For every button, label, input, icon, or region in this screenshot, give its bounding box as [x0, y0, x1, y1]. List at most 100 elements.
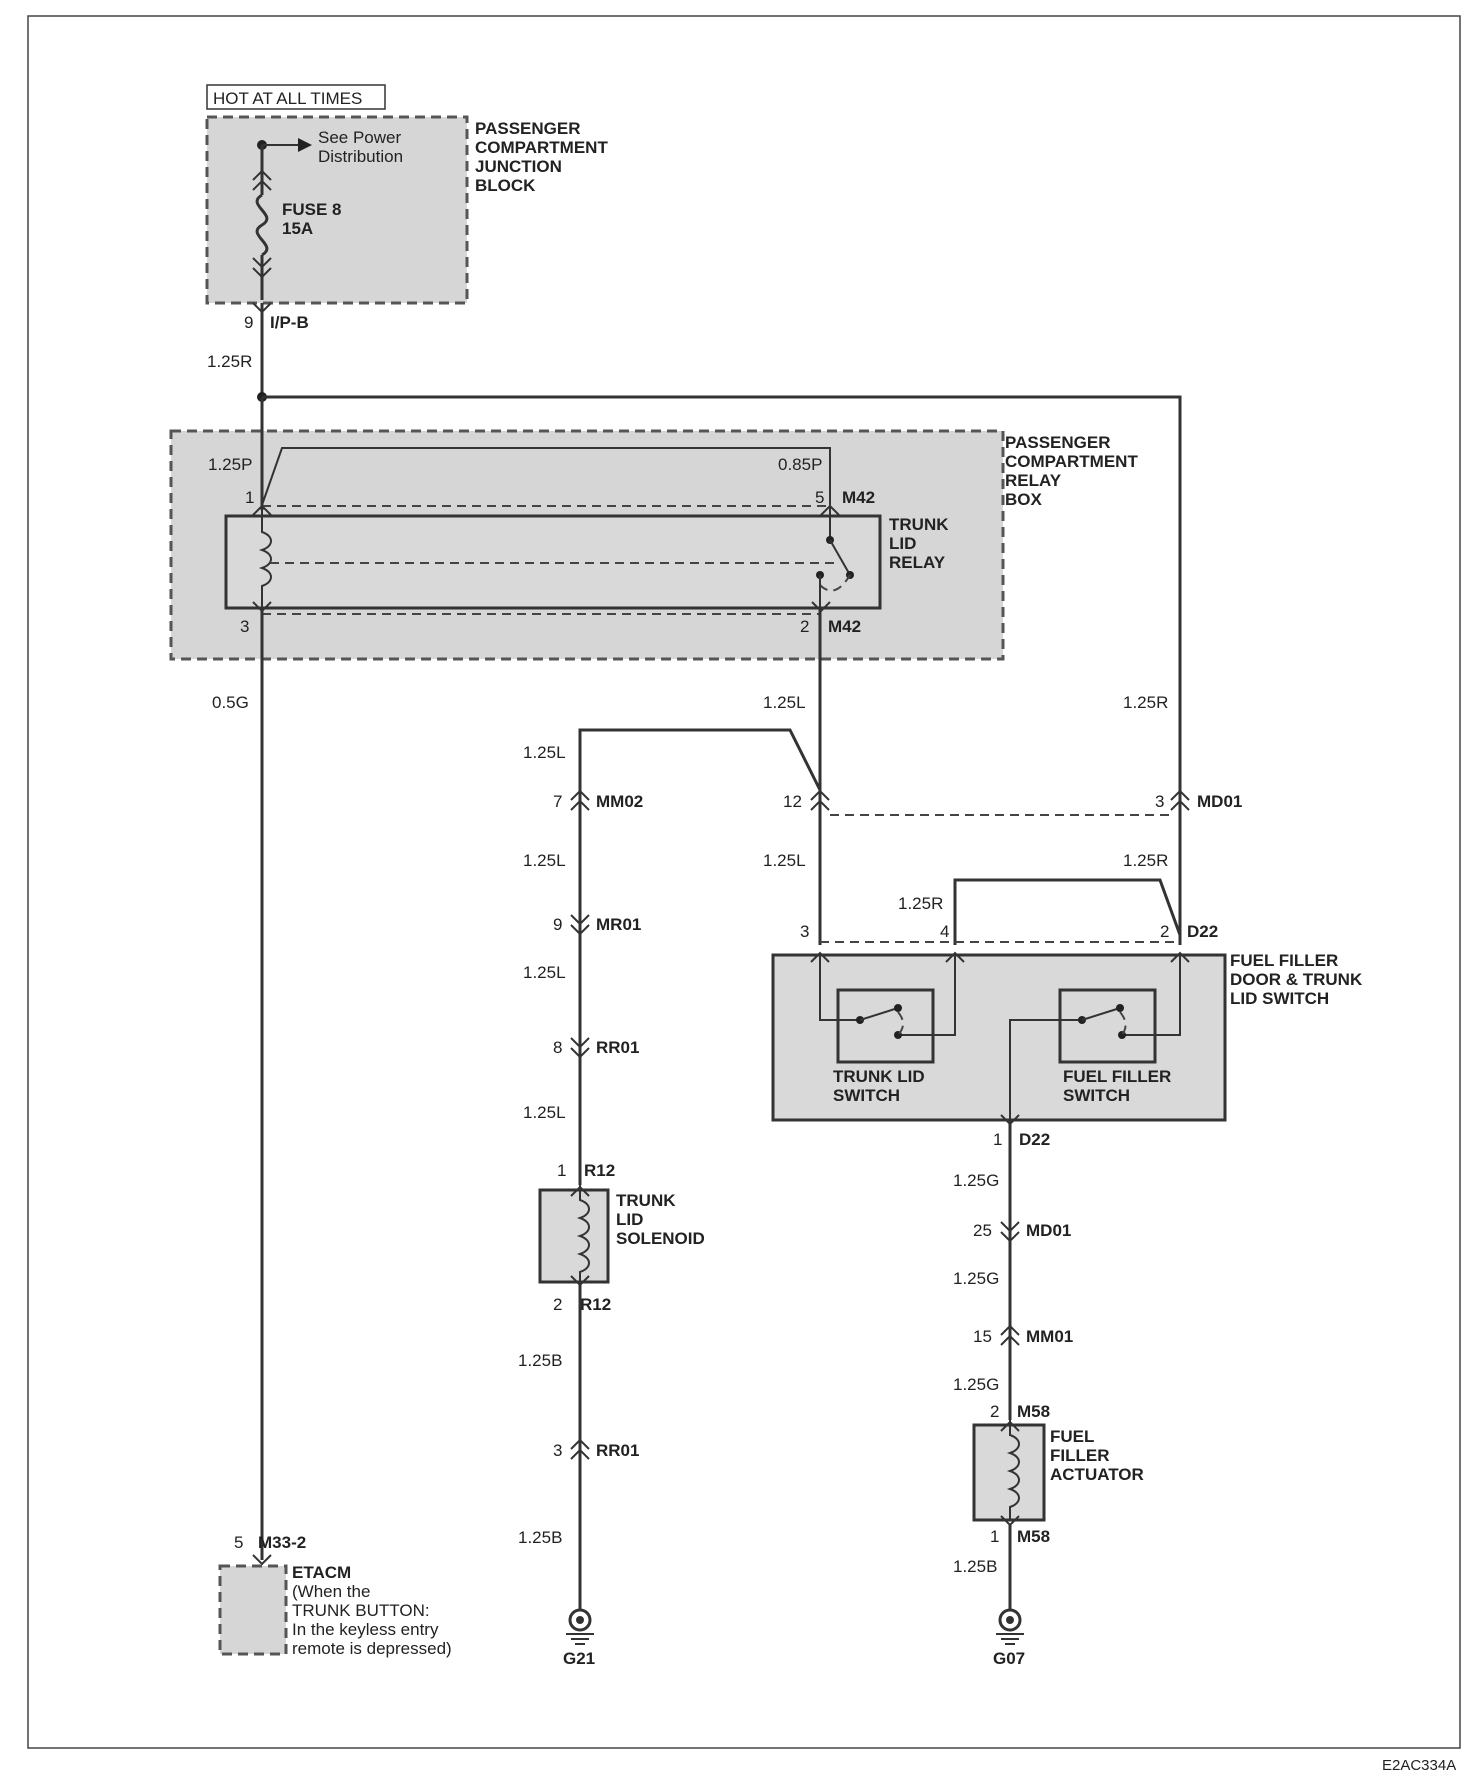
solenoid-label: TRUNK LID SOLENOID: [616, 1191, 705, 1248]
rr01b-connector-icon: [570, 1438, 590, 1460]
relay-contact-arm: [829, 539, 851, 576]
svg-text:SWITCH: SWITCH: [833, 1086, 900, 1105]
relay-pin5: 5: [815, 488, 824, 507]
svg-text:COMPARTMENT: COMPARTMENT: [1005, 452, 1138, 471]
switch-pin1: 1: [993, 1130, 1002, 1149]
md01-connector: MD01: [1197, 792, 1242, 811]
wire-etacm-label: 0.5G: [212, 693, 249, 712]
relay-pin3: 3: [240, 617, 249, 636]
relay-coil-icon: [258, 510, 272, 612]
wire-sol-c-label: 1.25L: [523, 1103, 566, 1122]
relay-box-title: PASSENGER COMPARTMENT RELAY BOX: [1005, 433, 1138, 509]
fuel-filler-door-trunk-lid-switch: [771, 953, 1227, 1122]
svg-text:Distribution: Distribution: [318, 147, 403, 166]
svg-text:BLOCK: BLOCK: [475, 176, 536, 195]
ground-icon-g07: [996, 1608, 1024, 1645]
solenoid-feed-wire: [578, 728, 822, 1185]
svg-text:COMPARTMENT: COMPARTMENT: [475, 138, 608, 157]
wire-sol-b-label: 1.25L: [523, 963, 566, 982]
svg-text:See Power: See Power: [318, 128, 401, 147]
md01b-pin: 25: [973, 1221, 992, 1240]
mr01-pin: 9: [553, 915, 562, 934]
hot-label-box: [206, 84, 386, 110]
junction-block: [205, 115, 469, 305]
trunk-switch-contact-top: [894, 1004, 902, 1012]
etacm-connector: M33-2: [258, 1533, 306, 1552]
trunk-switch-label: TRUNK LID SWITCH: [833, 1067, 925, 1105]
svg-text:In the keyless entry: In the keyless entry: [292, 1620, 439, 1639]
relay-pin2: 2: [800, 617, 809, 636]
fuel-switch-contact-top: [1116, 1004, 1124, 1012]
diagram-code: E2AC334A: [1382, 1757, 1456, 1774]
wire-sw3-label: 1.25L: [763, 851, 806, 870]
md01b-connector-icon: [1000, 1221, 1020, 1243]
actuator-bottom-connector: M58: [1017, 1527, 1050, 1546]
wire-gnd-sol-b-label: 1.25B: [518, 1528, 562, 1547]
md01b-connector: MD01: [1026, 1221, 1071, 1240]
svg-text:DOOR & TRUNK: DOOR & TRUNK: [1230, 970, 1363, 989]
etacm-pin: 5: [234, 1533, 243, 1552]
solenoid-coil-icon: [576, 1185, 590, 1282]
fuel-filler-actuator: [972, 1423, 1046, 1522]
wire-gnd-act-label: 1.25B: [953, 1557, 997, 1576]
mm01-connector: MM01: [1026, 1327, 1073, 1346]
wire-relay-85-label: 0.85P: [778, 455, 822, 474]
trunk-lid-solenoid: [538, 1188, 610, 1284]
svg-text:PASSENGER: PASSENGER: [475, 119, 581, 138]
trunk-switch-arm: [859, 1007, 899, 1021]
rr01-connector-icon: [570, 1037, 590, 1059]
svg-text:BOX: BOX: [1005, 490, 1043, 509]
ground-g21-label: G21: [563, 1649, 595, 1668]
page-border: [27, 15, 1461, 1749]
actuator-coil-icon: [1006, 1420, 1020, 1521]
wire-right-label: 1.25R: [1123, 693, 1168, 712]
md01-pin: 3: [1155, 792, 1164, 811]
rr01b-connector: RR01: [596, 1441, 639, 1460]
right-feed-wire: [262, 395, 1182, 800]
etacm-connector-icon: [252, 1554, 272, 1566]
mr01-connector: MR01: [596, 915, 641, 934]
fuel-switch-wire-left: [1009, 1019, 1082, 1120]
wire-sw2-label: 1.25R: [1123, 851, 1168, 870]
switch-pin3: 3: [800, 922, 809, 941]
ground-g07-label: G07: [993, 1649, 1025, 1668]
mm02-connector: MM02: [596, 792, 643, 811]
wire-act-a-label: 1.25G: [953, 1171, 999, 1190]
trunk-switch-arc: [897, 1011, 904, 1036]
wire-main-label: 1.25R: [207, 352, 252, 371]
trunk-switch-wire-right: [898, 955, 956, 1036]
mm01-connector-icon: [1000, 1324, 1020, 1346]
rr01-pin: 8: [553, 1038, 562, 1057]
fuse-icon: [255, 193, 269, 257]
svg-text:(When the: (When the: [292, 1582, 370, 1601]
svg-text:PASSENGER: PASSENGER: [1005, 433, 1111, 452]
svg-text:FUEL FILLER: FUEL FILLER: [1230, 951, 1338, 970]
solenoid-top-connector: R12: [584, 1161, 615, 1180]
wire-relay-in-label: 1.25P: [208, 455, 252, 474]
relay-contact-arc: [819, 574, 851, 592]
switch-box-title: FUEL FILLER DOOR & TRUNK LID SWITCH: [1230, 951, 1363, 1008]
fuse-connector-icon: [252, 169, 272, 279]
switch-jumper-wire: [953, 878, 1182, 945]
etacm-box: [218, 1564, 288, 1656]
svg-text:TRUNK: TRUNK: [616, 1191, 676, 1210]
etacm-label: ETACM (When the TRUNK BUTTON: In the key…: [292, 1563, 452, 1658]
ipb-pin: 9: [244, 313, 253, 332]
svg-text:FUEL FILLER: FUEL FILLER: [1063, 1067, 1171, 1086]
fuse-rating: 15A: [282, 219, 313, 238]
relay-85-wire: [261, 447, 831, 506]
wire-sol-top-label: 1.25L: [523, 743, 566, 762]
svg-text:ACTUATOR: ACTUATOR: [1050, 1465, 1144, 1484]
fuel-switch-arm: [1081, 1007, 1121, 1021]
wire-sol-a-label: 1.25L: [523, 851, 566, 870]
wire-gnd-sol-a-label: 1.25B: [518, 1351, 562, 1370]
svg-text:RELAY: RELAY: [1005, 471, 1062, 490]
actuator-bottom-pin: 1: [990, 1527, 999, 1546]
switch-connector-bottom: D22: [1019, 1130, 1050, 1149]
switch-connector-top: D22: [1187, 922, 1218, 941]
solenoid-bottom-pin: 2: [553, 1295, 562, 1314]
actuator-label: FUEL FILLER ACTUATOR: [1050, 1427, 1144, 1484]
switch-connector-arrows: [810, 951, 1190, 963]
wire-sw4-label: 1.25R: [898, 894, 943, 913]
